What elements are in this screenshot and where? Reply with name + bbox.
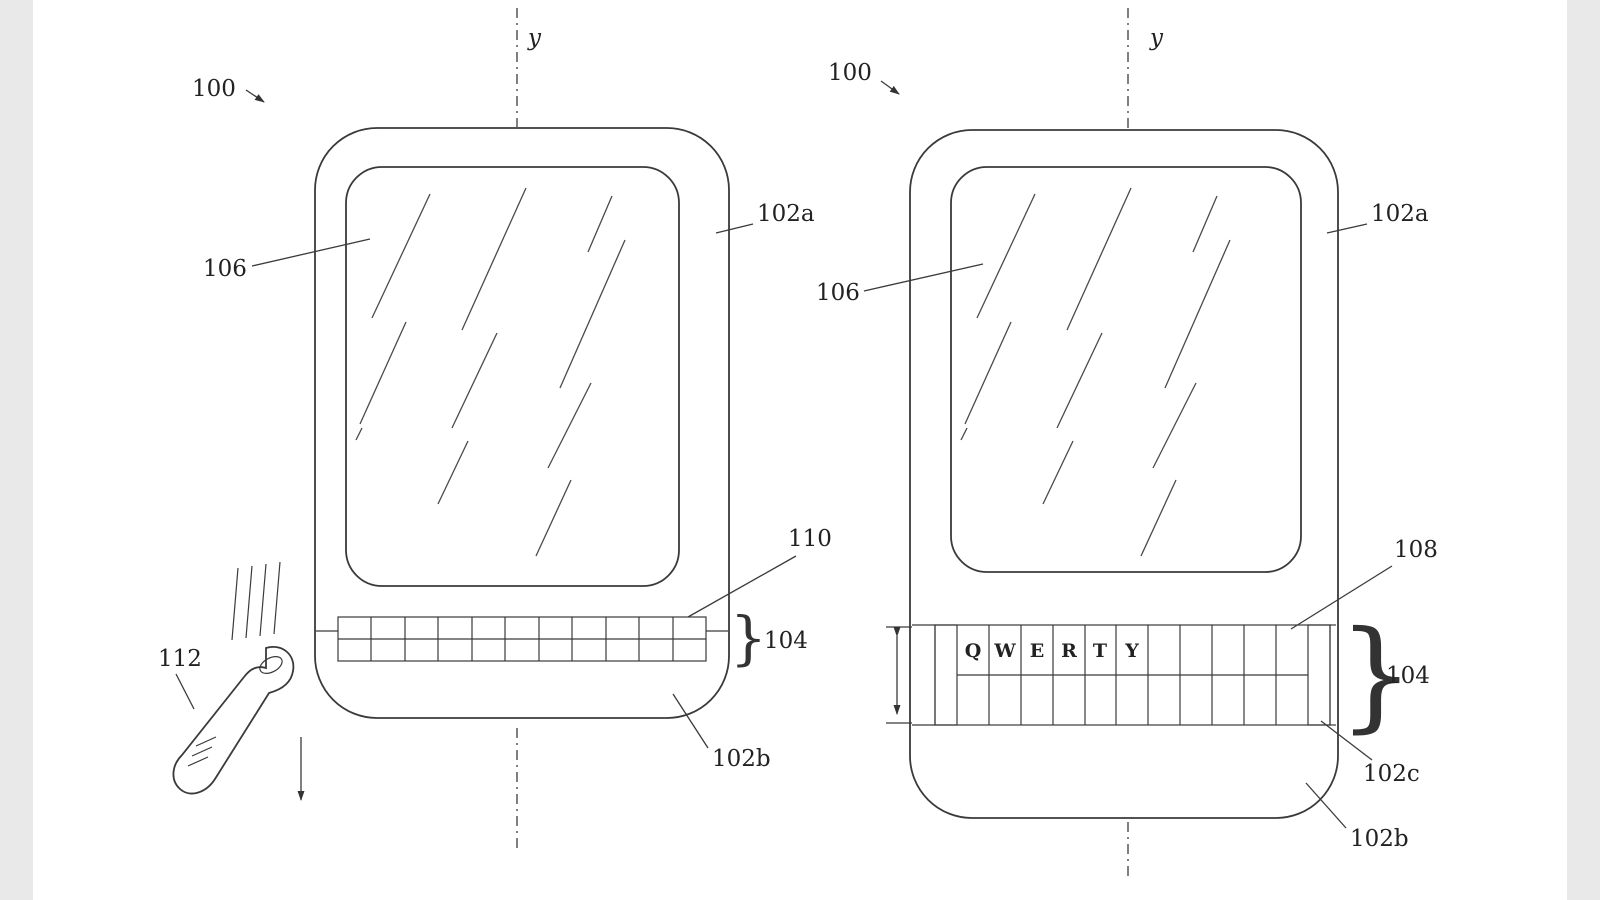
finger-illustration [172,561,305,801]
left-ref-100-arrow [245,89,265,103]
right-ref-102b-leader [1305,782,1347,829]
right-ref-106-leader [863,263,984,292]
key-r: R [1061,640,1077,662]
right-ref-106: 106 [816,280,860,306]
keyboard-letters: Q W E R T Y [965,640,1139,662]
key-q: Q [965,640,982,662]
right-ref-102a-leader [1326,223,1368,234]
right-ref-100-arrow [880,80,900,95]
key-w: W [993,640,1016,662]
left-ref-102b: 102b [712,746,771,772]
right-axis-label: y [1149,25,1164,51]
finger-outline [172,645,295,795]
left-ref-110-leader [687,555,797,618]
key-t: T [1093,640,1107,662]
right-brace-104: } [1338,606,1414,745]
finger-motion-lines [231,561,281,641]
right-ref-102c-leader [1320,720,1373,761]
finger-crease-lines [187,736,217,767]
left-ref-112: 112 [158,646,202,672]
left-ref-102a: 102a [757,201,815,227]
right-slider-seam [912,624,1336,726]
right-device-body [909,129,1339,819]
left-device-screen [345,166,680,587]
left-axis-label: y [527,25,542,51]
right-device-screen [950,166,1302,573]
left-device-body [314,127,730,719]
right-ref-102b: 102b [1350,826,1409,852]
keyboard-height-arrow [886,626,912,724]
left-ref-100: 100 [192,76,236,102]
paper-background [33,0,1567,900]
left-ref-106: 106 [203,256,247,282]
left-brace-104: } [730,604,767,672]
right-ref-108: 108 [1394,537,1438,563]
left-ref-112-leader [175,673,195,710]
right-keyboard: Q W E R T Y [934,624,1331,726]
left-figure: y [158,8,832,848]
right-ref-104: 104 [1386,663,1430,689]
right-screen-glare-lines [960,187,1231,557]
key-y: Y [1124,640,1139,662]
left-ref-102b-leader [672,693,709,749]
left-keyboard [337,616,707,662]
left-ref-110: 110 [788,526,832,552]
right-figure: y [816,8,1438,878]
left-ref-102a-leader [715,223,754,234]
right-ref-102c: 102c [1363,761,1420,787]
right-ref-100: 100 [828,60,872,86]
left-ref-106-leader [251,238,371,267]
right-ref-102a: 102a [1371,201,1429,227]
right-ref-108-leader [1290,565,1393,630]
left-ref-104: 104 [764,628,808,654]
fingernail [259,656,283,674]
left-screen-glare-lines [355,187,626,557]
key-e: E [1030,640,1044,662]
